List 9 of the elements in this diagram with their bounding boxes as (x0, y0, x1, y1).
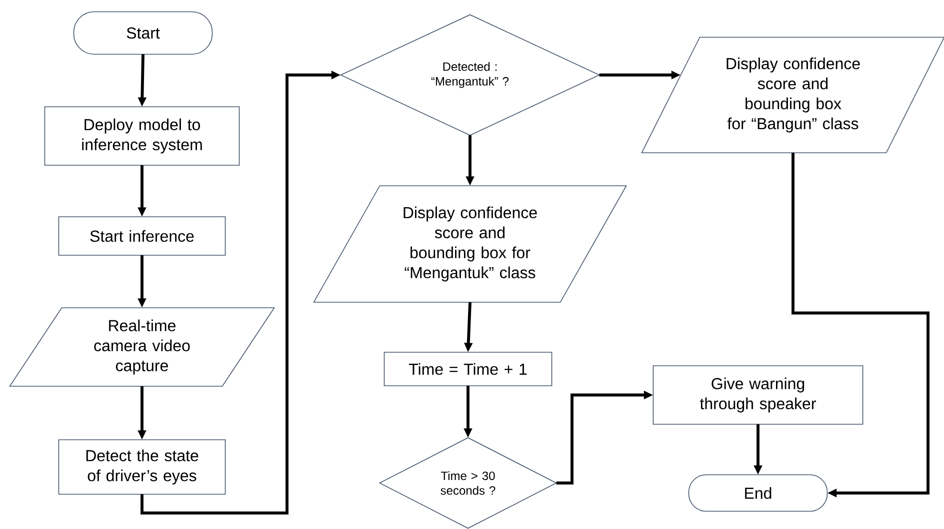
process-box: Start inference (58, 216, 226, 256)
process-box: Deploy model to inference system (44, 106, 240, 166)
process-box: Give warning through speaker (652, 365, 864, 425)
input-output-box: Display confidence score and bounding box for “Mengantuk” class (313, 185, 627, 303)
input-output-box: Real-time camera video capture (9, 307, 276, 387)
process-box: Detect the state of driver’s eyes (58, 439, 226, 495)
input-output-box: Display confidence score and bounding box for “Bangun” class (641, 36, 944, 154)
arrow (792, 152, 930, 498)
process-box: Time = Time + 1 (384, 352, 552, 386)
